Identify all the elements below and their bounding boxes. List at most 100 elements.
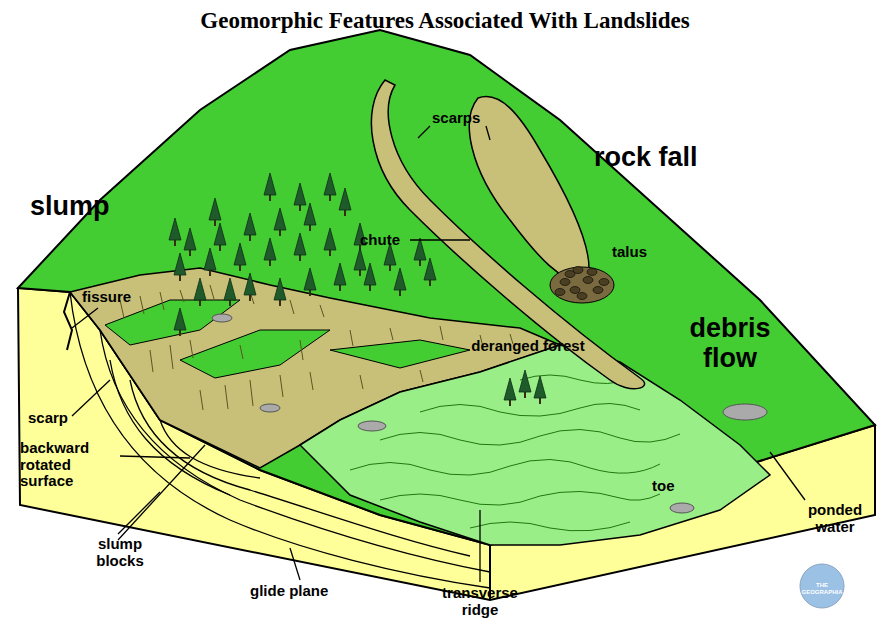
tree-trunk — [339, 285, 341, 291]
tree — [324, 173, 336, 201]
feature-label: glide plane — [250, 583, 328, 600]
tree-crown — [519, 370, 531, 392]
tree-trunk — [209, 270, 211, 276]
tree — [244, 273, 256, 301]
tree-trunk — [429, 280, 431, 286]
tree-crown — [294, 233, 306, 255]
tree-crown — [264, 238, 276, 260]
tree — [264, 173, 276, 201]
tree — [304, 268, 316, 296]
tree-crown — [214, 223, 226, 245]
feature-label: slump — [30, 192, 110, 222]
transverse-ridges — [350, 375, 680, 531]
tree-trunk — [269, 195, 271, 201]
feature-label: toe — [652, 478, 675, 495]
tree-crown — [354, 248, 366, 270]
tree-trunk — [329, 250, 331, 256]
tree-trunk — [299, 205, 301, 211]
tree — [184, 228, 196, 256]
rock — [593, 287, 603, 294]
tree-trunk — [179, 330, 181, 336]
tree-trunk — [239, 265, 241, 271]
rock — [599, 279, 609, 286]
feature-label: talus — [612, 244, 647, 261]
tree-crown — [294, 183, 306, 205]
ponded-water — [212, 314, 767, 513]
tree — [174, 253, 186, 281]
debris-flow — [300, 345, 770, 545]
tree-crown — [334, 263, 346, 285]
tree — [414, 238, 426, 266]
rock — [560, 279, 570, 286]
tree-crown — [364, 263, 376, 285]
feature-label: rock fall — [594, 143, 698, 173]
tree-crown — [244, 213, 256, 235]
tree — [424, 258, 436, 286]
feature-label: debris flow — [660, 314, 800, 373]
rock — [555, 289, 565, 296]
tree-trunk — [399, 290, 401, 296]
tree — [194, 278, 206, 306]
tree — [244, 213, 256, 241]
tree-trunk — [309, 225, 311, 231]
tree-crown — [174, 308, 186, 330]
tree — [354, 248, 366, 276]
tree — [274, 208, 286, 236]
tree-crown — [324, 228, 336, 250]
tree-crown — [304, 203, 316, 225]
tree-trunk — [279, 230, 281, 236]
tree — [214, 223, 226, 251]
feature-label: ponded water — [790, 502, 880, 535]
tree-trunk — [249, 295, 251, 301]
tree-trunk — [389, 265, 391, 271]
rock — [587, 269, 597, 276]
tree-trunk — [359, 270, 361, 276]
tree — [534, 376, 546, 404]
tree-crown — [534, 376, 546, 398]
tree-crown — [209, 198, 221, 220]
feature-label: deranged forest — [468, 338, 588, 355]
tree — [204, 248, 216, 276]
tree — [294, 183, 306, 211]
tree — [364, 263, 376, 291]
tree-crown — [424, 258, 436, 280]
tree — [504, 378, 516, 406]
tree-crown — [264, 173, 276, 195]
feature-label: transverse ridge — [430, 585, 530, 618]
feature-label: THE GEOGRAPHIA — [797, 582, 847, 595]
tree-trunk — [509, 400, 511, 406]
terrain-surface — [18, 30, 875, 545]
tree-trunk — [329, 195, 331, 201]
rock — [570, 287, 580, 294]
tree-trunk — [419, 260, 421, 266]
tree-crown — [274, 278, 286, 300]
feature-label: fissure — [82, 289, 131, 306]
tree-trunk — [299, 255, 301, 261]
rock — [577, 293, 587, 300]
tree-crown — [274, 208, 286, 230]
tree-trunk — [179, 275, 181, 281]
rock — [573, 267, 583, 274]
tree-trunk — [189, 250, 191, 256]
tree — [304, 203, 316, 231]
feature-label: chute — [360, 232, 400, 249]
tree — [334, 263, 346, 291]
tree-trunk — [269, 260, 271, 266]
tree-trunk — [344, 210, 346, 216]
tree-trunk — [539, 398, 541, 404]
tree-crown — [224, 278, 236, 300]
tree — [174, 308, 186, 336]
feature-label: scarp — [28, 410, 68, 427]
chute — [371, 80, 644, 389]
tree-trunk — [229, 300, 231, 306]
tree-crown — [304, 268, 316, 290]
tree — [274, 278, 286, 306]
tree-trunk — [214, 220, 216, 226]
tree-trunk — [199, 300, 201, 306]
tree — [224, 278, 236, 306]
tree-crown — [169, 218, 181, 240]
tree-crown — [184, 228, 196, 250]
tree-crown — [504, 378, 516, 400]
tree-trunk — [309, 290, 311, 296]
tree-crown — [339, 188, 351, 210]
